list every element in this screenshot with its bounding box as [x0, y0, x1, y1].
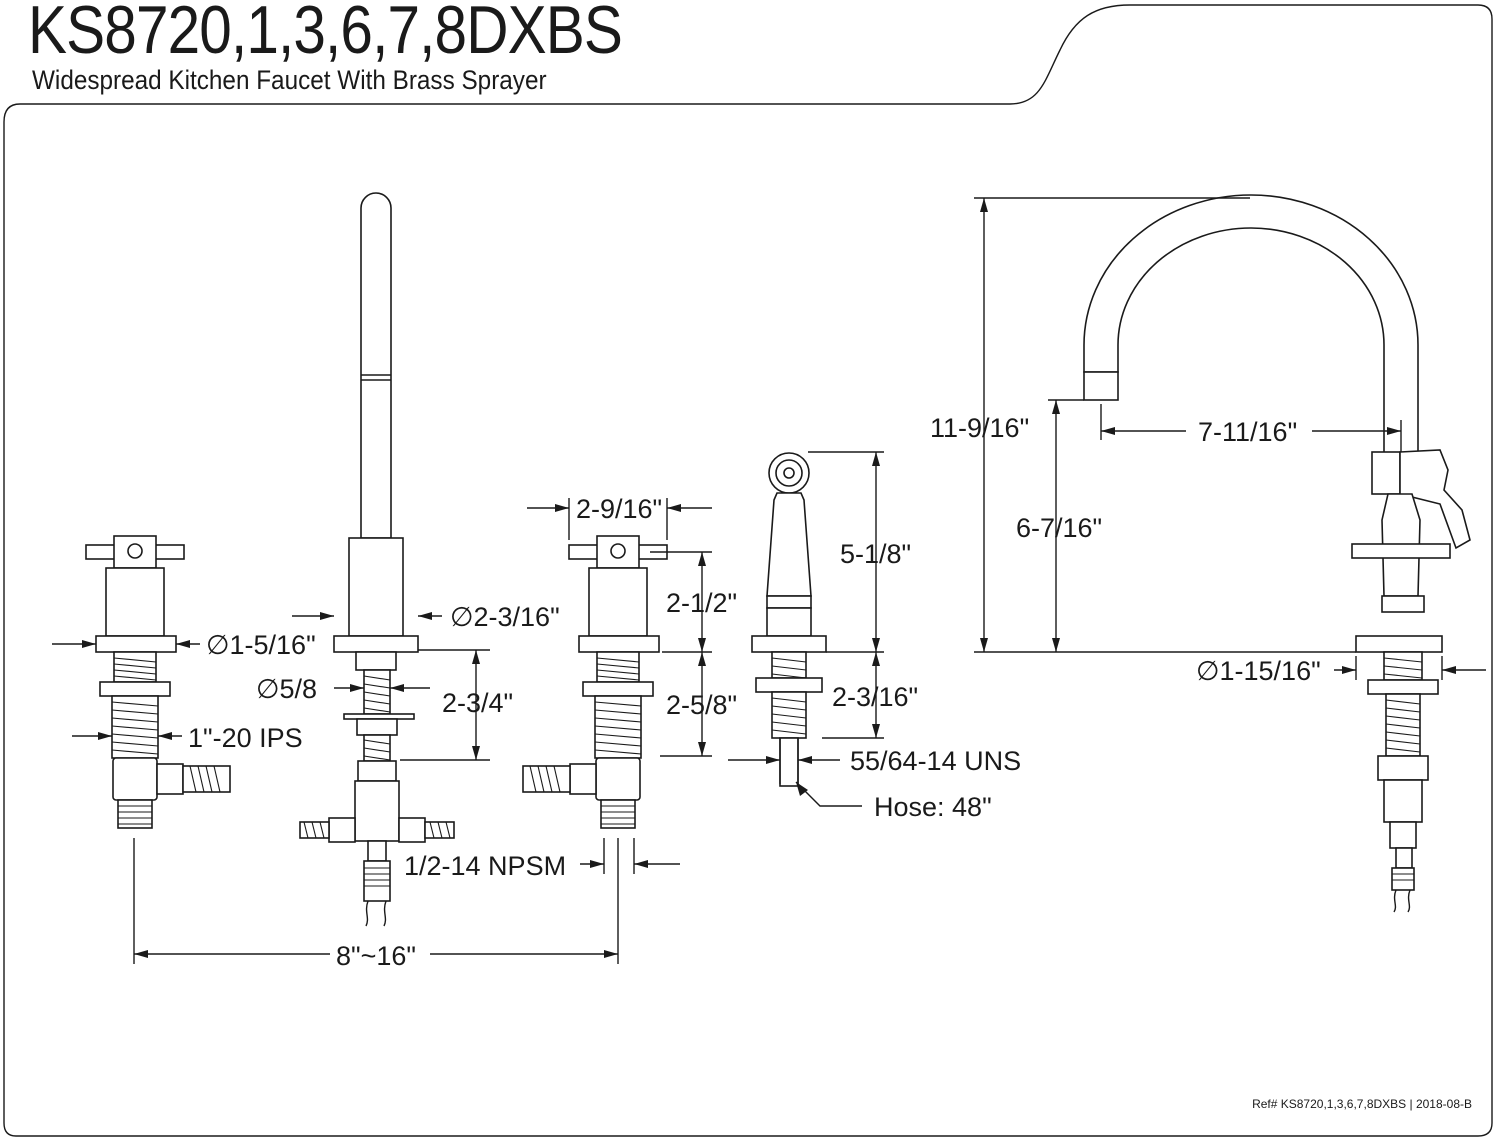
dim-sprayer-shank-length: 2-3/16" [832, 682, 918, 712]
dim-spout-shank-length: 2-3/4" [442, 688, 513, 718]
dim-center-spread: 8"~16" [336, 941, 416, 971]
dim-sprayer-thread: 55/64-14 UNS [850, 746, 1021, 776]
left-handle-valve [85, 535, 231, 829]
spout-front-view [299, 192, 455, 927]
product-description: Widespread Kitchen Faucet With Brass Spr… [32, 65, 547, 95]
dim-handle-width: 2-9/16" [576, 494, 662, 524]
dim-spout-clearance: 6-7/16" [1016, 513, 1102, 543]
dim-spout-reach: 7-11/16" [1198, 417, 1297, 447]
dim-handle-flange-diameter: ∅1-5/16" [206, 630, 316, 660]
dim-side-flange-diameter: ∅1-15/16" [1196, 656, 1321, 686]
drawing-frame [3, 4, 1493, 1137]
faucet-side-view [1083, 194, 1471, 913]
dim-hose-length: Hose: 48" [874, 792, 992, 822]
dimension-labels: ∅1-5/16" 1"-20 IPS ∅2-3/16" ∅5/8 2-3/4" … [188, 413, 1321, 971]
model-title: KS8720,1,3,6,7,8DXBS [28, 0, 623, 68]
dim-sprayer-height: 5-1/8" [840, 539, 911, 569]
dim-inlet-thread: 1/2-14 NPSM [404, 851, 566, 881]
dim-handle-shank-thread: 1"-20 IPS [188, 723, 303, 753]
dim-spout-total-height: 11-9/16" [930, 413, 1029, 443]
dimension-lines [52, 197, 1486, 964]
dim-spout-shank-diameter: ∅5/8 [256, 674, 317, 704]
reference-number: Ref# KS8720,1,3,6,7,8DXBS | 2018-08-B [1252, 1097, 1472, 1111]
right-handle-valve [522, 535, 668, 829]
dim-spout-base-diameter: ∅2-3/16" [450, 602, 560, 632]
side-sprayer [751, 452, 827, 787]
dim-handle-height: 2-1/2" [666, 588, 737, 618]
dim-handle-shank-length: 2-5/8" [666, 690, 737, 720]
